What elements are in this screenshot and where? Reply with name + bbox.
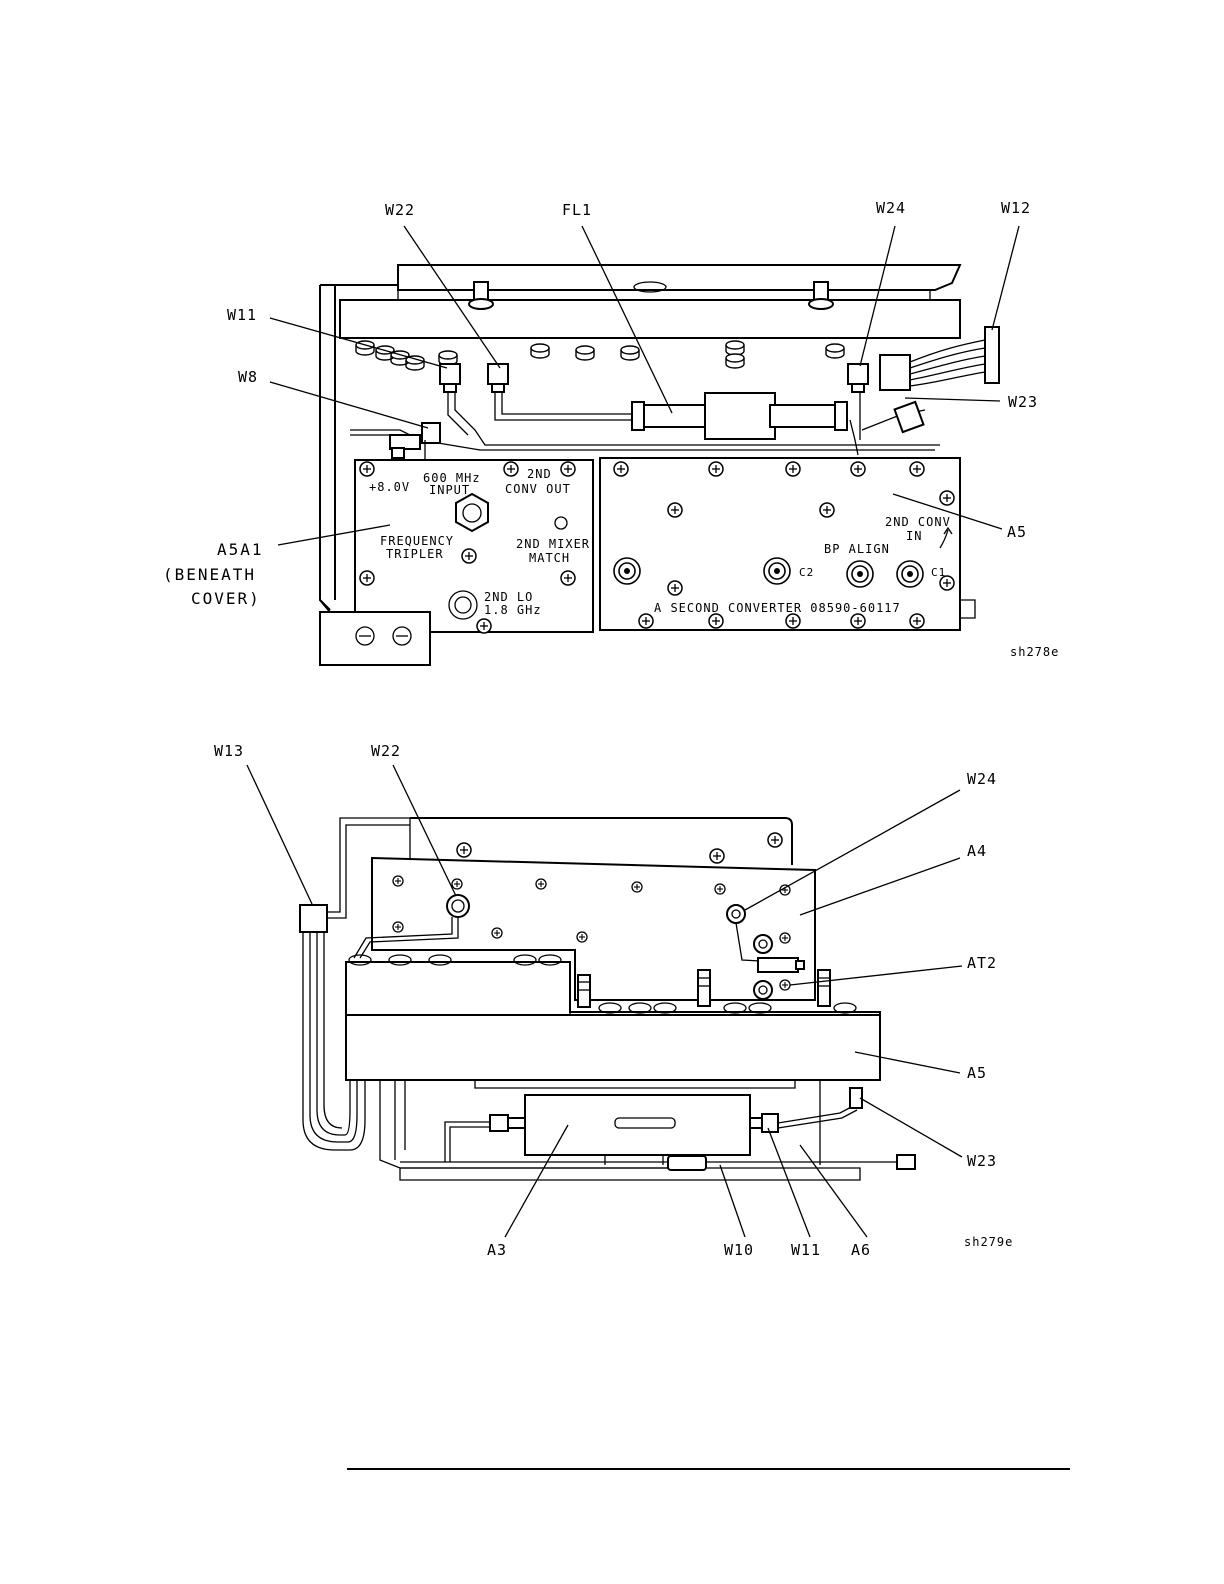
callout-w22-bottom: W22 bbox=[371, 742, 401, 760]
callout-a3: A3 bbox=[487, 1241, 507, 1259]
label-match: MATCH bbox=[529, 551, 570, 565]
callout-at2: AT2 bbox=[967, 954, 997, 972]
callout-w12: W12 bbox=[1001, 199, 1031, 217]
callout-w24-bottom: W24 bbox=[967, 770, 997, 788]
callout-fl1: FL1 bbox=[562, 201, 592, 219]
label-1-8ghz: 1.8 GHz bbox=[484, 603, 542, 617]
callout-w11-top: W11 bbox=[227, 306, 257, 324]
label-8v: +8.0V bbox=[369, 480, 410, 494]
label-2nd-mixer: 2ND MIXER bbox=[516, 537, 590, 551]
label-input: INPUT bbox=[429, 483, 470, 497]
label-2nd-conv: 2ND CONV bbox=[885, 515, 951, 529]
callout-w23-top: W23 bbox=[1008, 393, 1038, 411]
label-tripler: TRIPLER bbox=[386, 547, 444, 561]
figure-id-top: sh278e bbox=[1010, 645, 1059, 659]
callout-a4: A4 bbox=[967, 842, 987, 860]
callout-w24-top: W24 bbox=[876, 199, 906, 217]
figure-id-bottom: sh279e bbox=[964, 1235, 1013, 1249]
label-assembly-name: A SECOND CONVERTER 08590-60117 bbox=[654, 601, 901, 615]
label-conv-out: CONV OUT bbox=[505, 482, 571, 496]
top-figure: W22 FL1 W24 W12 W11 W8 W23 A5 A5A1 (BENE… bbox=[163, 199, 1059, 665]
callout-w8: W8 bbox=[238, 368, 258, 386]
callout-a5-top: A5 bbox=[1007, 523, 1027, 541]
label-c1: C1 bbox=[931, 566, 946, 579]
label-frequency: FREQUENCY bbox=[380, 534, 454, 548]
label-in: IN bbox=[906, 529, 922, 543]
callout-beneath: (BENEATH bbox=[163, 565, 256, 584]
label-2nd-top: 2ND bbox=[527, 467, 552, 481]
bottom-figure: W13 W22 W24 A4 AT2 A5 W23 A3 W10 W11 A6 … bbox=[214, 742, 1013, 1259]
callout-a6: A6 bbox=[851, 1241, 871, 1259]
callout-w10: W10 bbox=[724, 1241, 754, 1259]
label-2nd-lo: 2ND LO bbox=[484, 590, 533, 604]
label-c2: C2 bbox=[799, 566, 814, 579]
callout-w11-bottom: W11 bbox=[791, 1241, 821, 1259]
callout-cover: COVER) bbox=[191, 589, 261, 608]
callout-w13: W13 bbox=[214, 742, 244, 760]
callout-a5-bottom: A5 bbox=[967, 1064, 987, 1082]
label-bp-align: BP ALIGN bbox=[824, 542, 890, 556]
callout-a5a1: A5A1 bbox=[217, 540, 264, 559]
callout-w22-top: W22 bbox=[385, 201, 415, 219]
callout-w23-bottom: W23 bbox=[967, 1152, 997, 1170]
